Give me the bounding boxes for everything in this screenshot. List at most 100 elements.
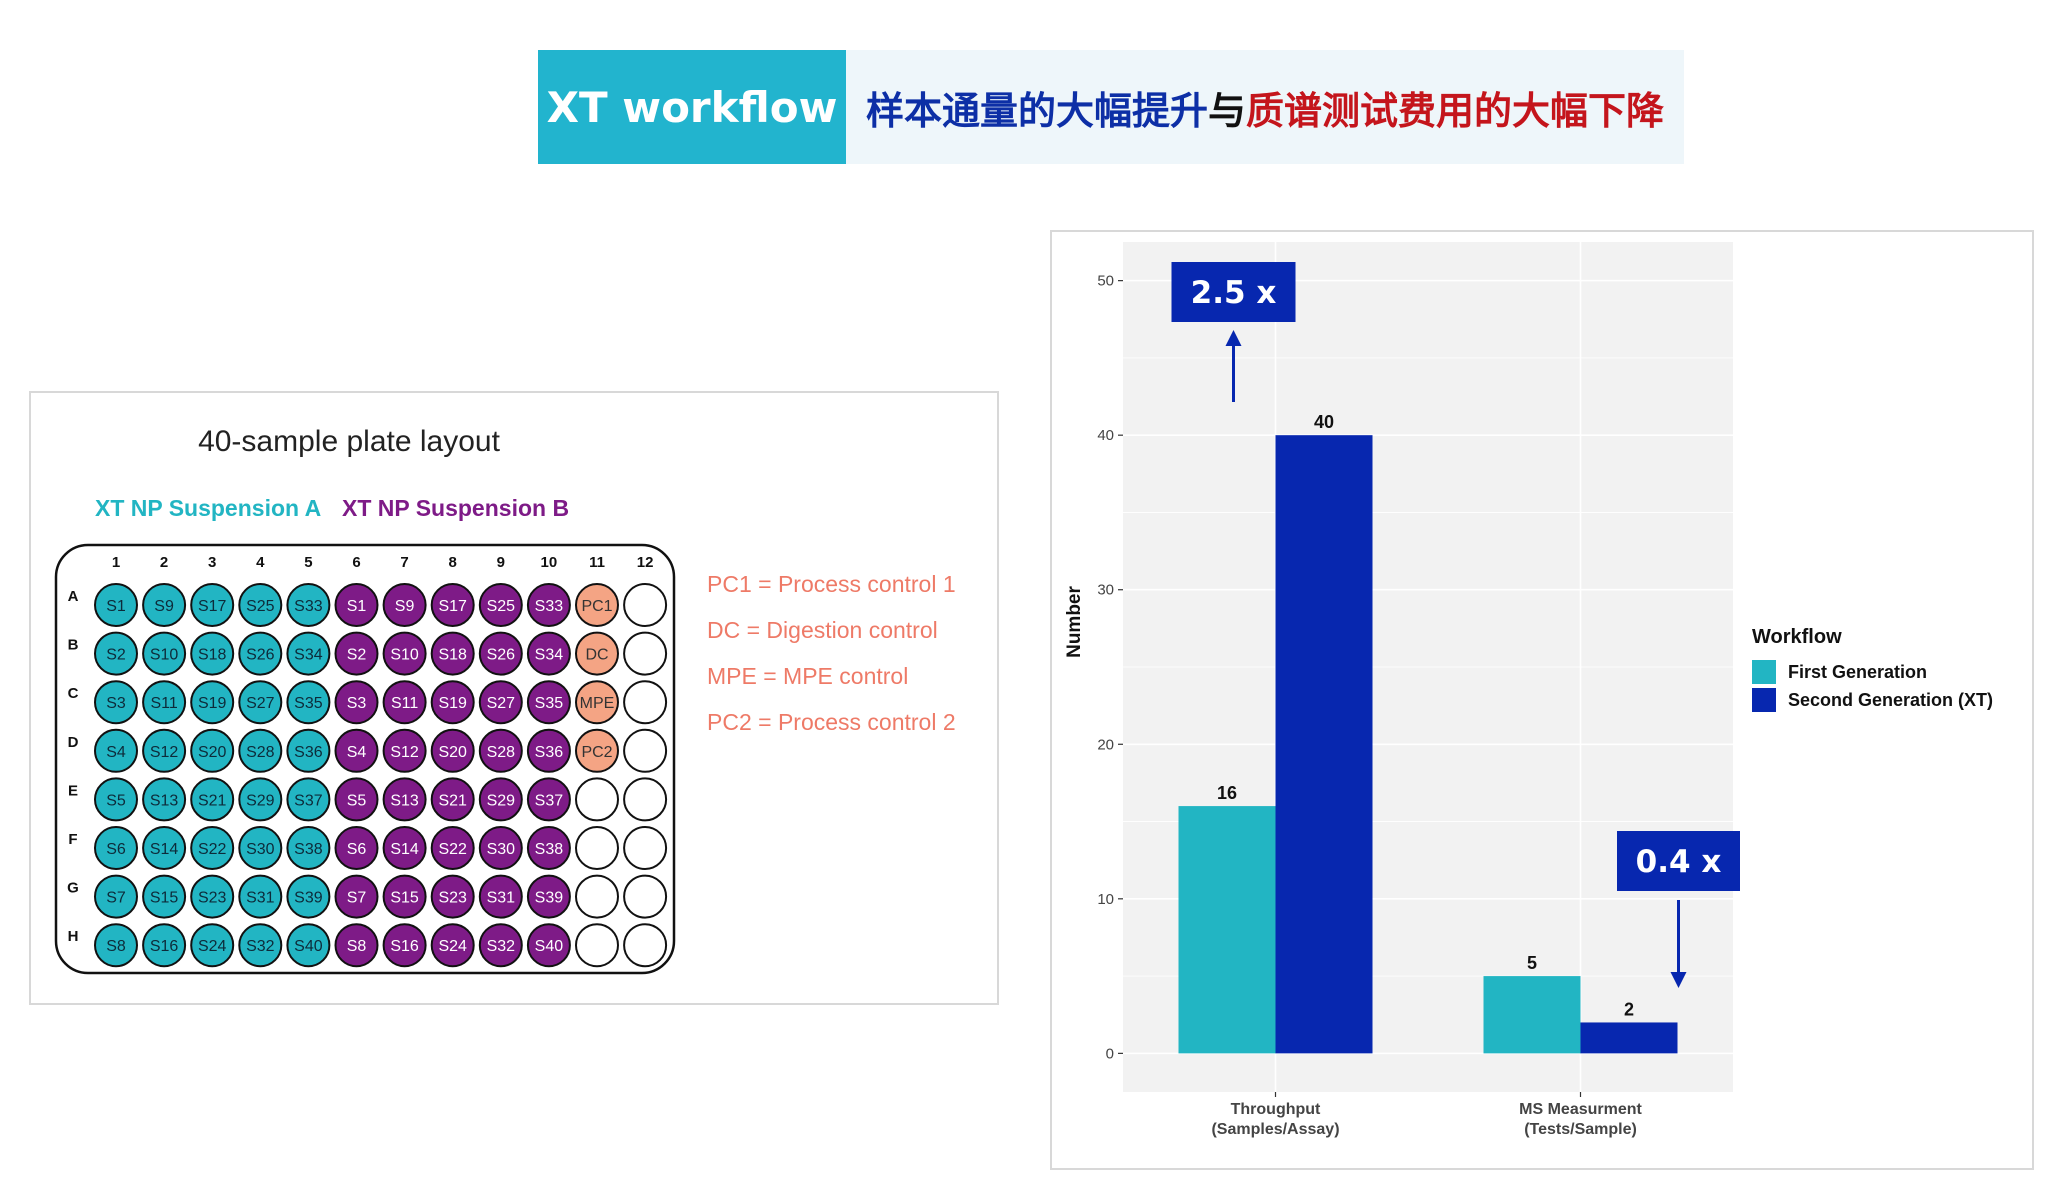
well-label: S6 xyxy=(106,841,126,858)
well-label: S31 xyxy=(487,890,516,907)
well-label: S7 xyxy=(106,890,126,907)
annotation-label: 2.5 x xyxy=(1191,275,1277,311)
plate-well xyxy=(478,826,523,870)
y-tick-label: 20 xyxy=(1097,736,1114,753)
plate-well xyxy=(382,777,427,822)
well-label: S33 xyxy=(535,598,564,615)
well-label: S6 xyxy=(347,841,367,858)
well-label: S19 xyxy=(198,695,227,712)
well-label: S28 xyxy=(246,744,275,761)
well-label: S24 xyxy=(198,938,227,955)
plate-well xyxy=(575,923,619,968)
plate-well xyxy=(334,583,379,627)
legend-suspension-b: XT NP Suspension B xyxy=(342,495,569,521)
plate-well xyxy=(286,631,331,676)
plate-well xyxy=(334,826,379,870)
well-label: S23 xyxy=(198,890,227,907)
plate-well xyxy=(142,777,187,822)
plate-well xyxy=(94,826,138,870)
well-label: S36 xyxy=(535,744,564,761)
plate-well xyxy=(478,583,523,627)
well-label: S12 xyxy=(390,744,419,761)
plate-well xyxy=(286,874,331,919)
column-label: 6 xyxy=(352,554,360,571)
well-label: S40 xyxy=(294,938,323,955)
plate-well xyxy=(190,631,235,676)
well-label: S36 xyxy=(294,744,323,761)
well-label: S31 xyxy=(246,890,275,907)
well-label: S18 xyxy=(438,647,467,664)
control-legend-item: DC = Digestion control xyxy=(707,617,938,643)
well-label: S7 xyxy=(347,890,367,907)
plate-well xyxy=(286,583,331,627)
well-label: S34 xyxy=(294,647,323,664)
well-label: S25 xyxy=(246,598,275,615)
well-label: S27 xyxy=(487,695,516,712)
well-label: S29 xyxy=(246,792,275,809)
control-legend-item: MPE = MPE control xyxy=(707,663,908,689)
banner-label: XT workflow xyxy=(538,50,846,164)
plate-panel: 40-sample plate layout XT NP Suspension … xyxy=(29,391,999,1005)
plate-well xyxy=(190,826,235,870)
plate-well xyxy=(575,728,619,773)
well-label: S29 xyxy=(487,792,516,809)
column-label: 11 xyxy=(589,554,605,571)
well-label: S30 xyxy=(246,841,275,858)
row-label: E xyxy=(68,782,78,799)
well-label: S28 xyxy=(487,744,516,761)
well-label: S23 xyxy=(438,890,467,907)
well-label: S38 xyxy=(535,841,564,858)
plate-well xyxy=(94,923,138,968)
plate-well xyxy=(623,826,668,870)
well-label: MPE xyxy=(580,695,615,712)
row-label: F xyxy=(68,831,77,848)
plate-well xyxy=(334,874,379,919)
plate-well xyxy=(334,923,379,968)
plate-well xyxy=(142,583,187,627)
well-label: S13 xyxy=(390,792,419,809)
plate-well xyxy=(286,777,331,822)
plate-well xyxy=(94,874,138,919)
well-label: S3 xyxy=(347,695,367,712)
row-label: G xyxy=(67,880,79,897)
annotation-box xyxy=(1171,262,1296,322)
plate-well xyxy=(190,777,235,822)
y-tick-label: 10 xyxy=(1097,891,1114,908)
plate-well xyxy=(478,874,523,919)
well-label: S22 xyxy=(198,841,227,858)
well-label: S30 xyxy=(487,841,516,858)
plate-well xyxy=(382,728,427,773)
plate-well xyxy=(238,923,283,968)
plate-well xyxy=(623,583,668,627)
well-label: S17 xyxy=(198,598,227,615)
plate-well xyxy=(190,583,235,627)
well-label: S14 xyxy=(390,841,419,858)
plate-well xyxy=(430,874,475,919)
plate-well xyxy=(190,874,235,919)
plate-well xyxy=(382,874,427,919)
bar-value-label: 5 xyxy=(1527,953,1537,973)
well-label: S39 xyxy=(294,890,323,907)
well-label: S38 xyxy=(294,841,323,858)
plate-well xyxy=(190,728,235,773)
plate-well xyxy=(94,583,138,627)
well-label: S21 xyxy=(198,792,227,809)
plate-well xyxy=(238,826,283,870)
column-label: 5 xyxy=(304,554,312,571)
well-label: S13 xyxy=(150,792,179,809)
plate-well xyxy=(94,631,138,676)
annotation-label: 0.4 x xyxy=(1636,844,1722,880)
well-label: S11 xyxy=(150,695,177,712)
well-label: PC2 xyxy=(581,744,612,761)
well-label: S40 xyxy=(535,938,564,955)
plate-well xyxy=(142,728,187,773)
row-label: H xyxy=(68,928,79,945)
plate-well xyxy=(478,680,523,725)
well-label: S27 xyxy=(246,695,275,712)
plate-well xyxy=(430,923,475,968)
column-label: 4 xyxy=(256,554,265,571)
legend-swatch xyxy=(1752,688,1776,712)
row-label: A xyxy=(68,588,79,605)
plate-well xyxy=(478,631,523,676)
well-label: PC1 xyxy=(581,598,612,615)
